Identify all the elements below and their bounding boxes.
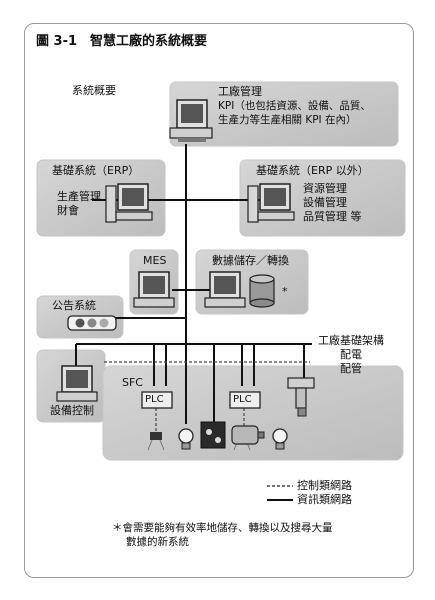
figure-title: 圖 3-1 智慧工廠的系統概要 <box>36 34 208 49</box>
erp-line1: 生產管理 <box>57 190 101 203</box>
computer-icon <box>204 271 246 308</box>
footnote-line2: 數據的新系統 <box>126 536 189 548</box>
erp-title: 基礎系統（ERP） <box>52 164 140 177</box>
storage-footnote-mark: * <box>282 285 288 298</box>
infra-line1: 配電 <box>340 348 362 361</box>
motor-icon <box>231 425 265 445</box>
mes-title: MES <box>143 254 167 267</box>
plc-label: PLC <box>145 394 164 405</box>
plc-unit-icon <box>229 391 261 409</box>
control-box-icon <box>200 421 226 449</box>
footnote-line1: ＊會需要能夠有效率地儲存、轉換以及搜尋大量 <box>112 522 333 534</box>
signal-light-icon <box>67 315 117 331</box>
non-erp-line1: 資源管理 <box>303 182 347 195</box>
sfc-title: SFC <box>122 376 143 389</box>
non-erp-line2: 設備管理 <box>303 196 347 209</box>
storage-title: 數據儲存／轉換 <box>212 254 289 267</box>
legend <box>267 485 293 501</box>
factory-mgmt-box <box>169 81 399 147</box>
factory-mgmt-line2: 生產力等生產相關 KPI 在內） <box>218 114 357 126</box>
infra-line2: 配管 <box>340 362 362 375</box>
erp-line2: 財會 <box>57 204 79 217</box>
legend-control-label: 控制類網路 <box>297 479 352 492</box>
plc-label: PLC <box>233 394 252 405</box>
non-erp-line3: 品質管理 等 <box>303 210 362 223</box>
sensor-icon <box>147 432 165 451</box>
database-cylinder-icon <box>249 274 275 308</box>
computer-icon <box>169 99 213 142</box>
plc-unit-icon <box>141 391 173 409</box>
robot-arm-icon <box>287 377 315 417</box>
factory-mgmt-line1: KPI（也包括資源、設備、品質、 <box>218 100 371 112</box>
non-erp-title: 基礎系統（ERP 以外） <box>256 164 369 177</box>
computer-icon <box>105 183 153 223</box>
equipment-title: 設備控制 <box>50 404 94 417</box>
computer-icon <box>247 183 295 223</box>
infra-title: 工廠基礎架構 <box>318 334 384 347</box>
computer-icon <box>56 365 98 402</box>
computer-icon <box>133 271 175 308</box>
announce-title: 公告系統 <box>52 299 96 312</box>
overview-label: 系統概要 <box>72 84 116 97</box>
light-bulb-icon <box>272 428 288 450</box>
light-bulb-icon <box>178 428 194 450</box>
factory-mgmt-title: 工廠管理 <box>218 85 262 98</box>
legend-info-label: 資訊類網路 <box>297 493 352 506</box>
